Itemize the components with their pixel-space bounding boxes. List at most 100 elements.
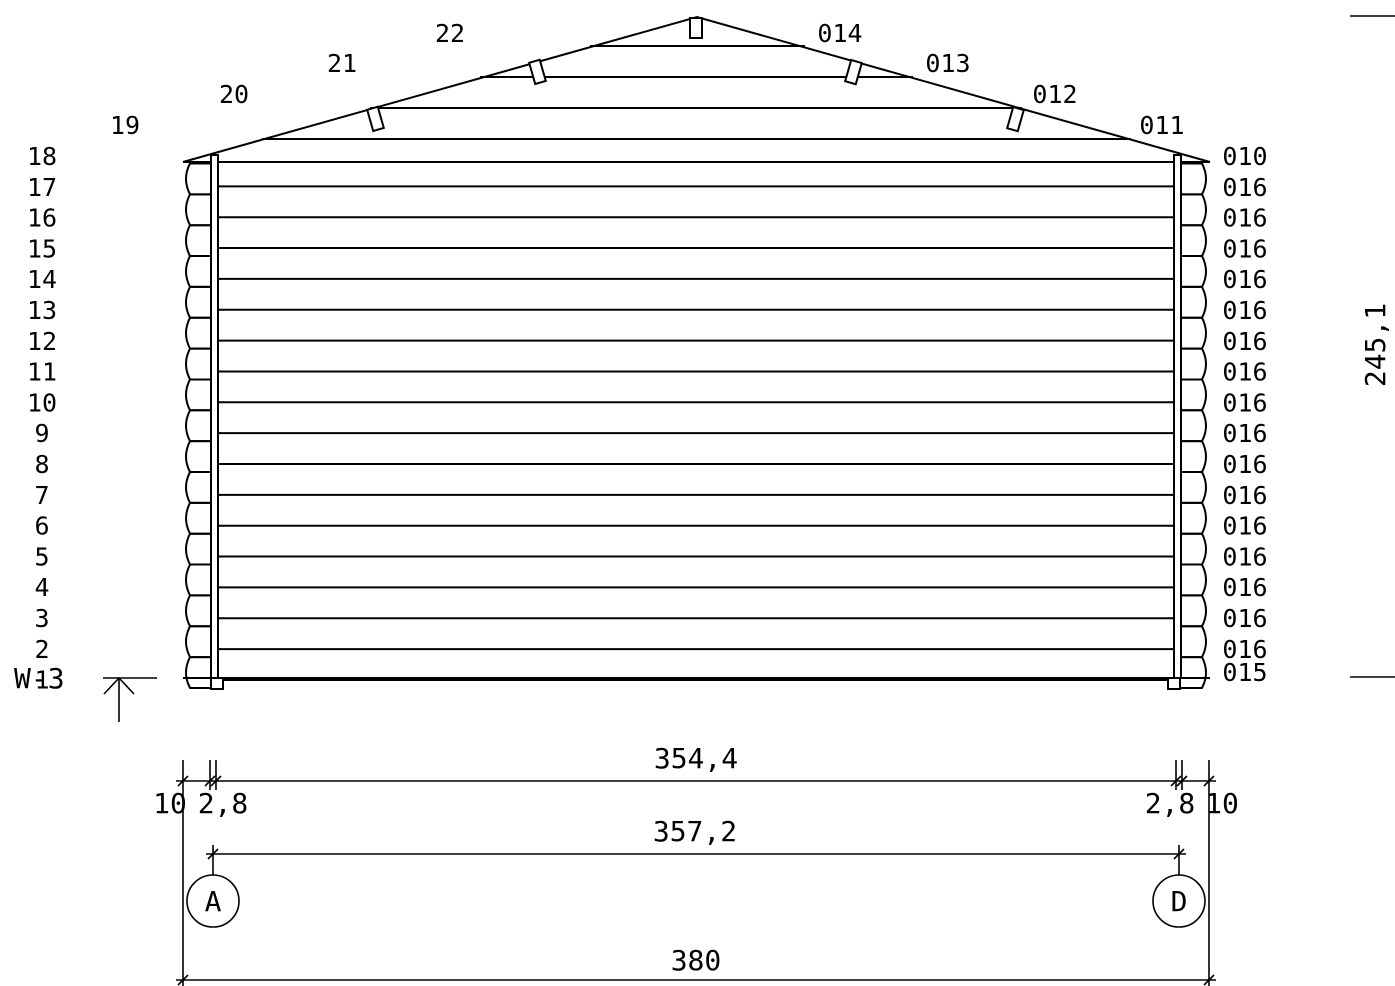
right-log-label: 016	[1222, 265, 1267, 294]
log-end-right	[1181, 656, 1207, 689]
purlin-left-upper	[527, 58, 548, 86]
right-log-label: 016	[1222, 388, 1267, 417]
right-log-label: 016	[1222, 173, 1267, 202]
log-end-right	[1181, 255, 1207, 288]
right-log-label: 016	[1222, 604, 1267, 633]
right-log-label: 016	[1222, 204, 1267, 233]
dimension-right-offset: 10	[1205, 787, 1239, 820]
left-log-label: 13	[27, 296, 57, 325]
log-end-right	[1181, 563, 1207, 597]
gable-label-20: 20	[219, 80, 249, 109]
log-end-left	[185, 255, 211, 288]
log-end-left	[185, 532, 211, 566]
grid-axis-a-label: A	[205, 885, 222, 918]
left-log-label: 1	[34, 666, 49, 695]
left-log-label: 16	[27, 204, 57, 233]
right-log-label: 016	[1222, 481, 1267, 510]
left-log-label: 12	[27, 327, 57, 356]
log-end-left	[185, 316, 211, 350]
gable-label-011: 011	[1139, 111, 1184, 140]
left-log-label: 10	[27, 388, 57, 417]
right-log-label: 016	[1222, 358, 1267, 387]
log-end-left	[185, 347, 211, 381]
gable-label-21: 21	[327, 49, 357, 78]
gable-label-19: 19	[110, 111, 140, 140]
purlin-left-lower	[365, 105, 386, 133]
log-end-left	[185, 162, 211, 196]
log-end-right	[1181, 471, 1207, 504]
right-log-label: 010	[1222, 142, 1267, 171]
corner-post-left	[210, 154, 219, 679]
log-end-right	[1181, 532, 1207, 566]
right-log-labels: 0100160160160160160160160160160160160160…	[1222, 142, 1267, 687]
dimension-overall-width: 380	[671, 944, 722, 977]
right-log-label: 016	[1222, 573, 1267, 602]
log-end-right	[1181, 440, 1207, 473]
gable-labels: 19 20 21 22 011 012 013 014	[110, 19, 1185, 140]
dimension-left-post: 2,8	[198, 787, 249, 820]
left-log-label: 9	[34, 419, 49, 448]
dimension-right-post: 2,8	[1145, 787, 1196, 820]
left-log-label: 6	[34, 512, 49, 541]
purlin-right-upper	[843, 58, 864, 86]
log-end-right	[1181, 501, 1207, 535]
log-end-left	[185, 285, 211, 319]
dimension-inner-top: 354,4	[654, 742, 738, 775]
grid-axis-a-bubble	[186, 874, 240, 928]
right-log-label: 016	[1222, 419, 1267, 448]
section-marker: W-3	[14, 662, 157, 722]
right-log-label: 016	[1222, 296, 1267, 325]
log-end-left	[185, 501, 211, 535]
left-log-label: 18	[27, 142, 57, 171]
log-end-right	[1181, 625, 1207, 659]
bottom-dimensions: 354,4 10 2,8 2,8 10 357,2 A D 380	[153, 742, 1239, 986]
right-log-label: 015	[1222, 658, 1267, 687]
left-log-label: 17	[27, 173, 57, 202]
grid-axis-d-bubble	[1152, 874, 1206, 928]
height-dimension: 245,1	[1350, 15, 1395, 678]
log-end-right	[1181, 594, 1207, 628]
log-end-left	[185, 625, 211, 659]
left-log-label: 8	[34, 450, 49, 479]
log-end-left	[185, 563, 211, 597]
ridge-purlin	[689, 17, 703, 39]
grid-axis-d-label: D	[1171, 885, 1188, 918]
log-end-right	[1181, 224, 1207, 258]
log-end-right	[1181, 347, 1207, 381]
right-log-label: 016	[1222, 635, 1267, 664]
left-log-label: 11	[27, 358, 57, 387]
log-end-right	[1181, 193, 1207, 227]
left-log-label: 14	[27, 265, 57, 294]
foot-block-right	[1167, 677, 1181, 690]
log-end-right	[1181, 316, 1207, 350]
corner-post-right	[1173, 154, 1182, 679]
log-end-left	[185, 378, 211, 412]
log-end-left	[185, 440, 211, 473]
right-log-label: 016	[1222, 234, 1267, 263]
left-log-label: 4	[34, 573, 49, 602]
left-log-label: 5	[34, 542, 49, 571]
purlin-right-lower	[1005, 105, 1026, 133]
log-end-left	[185, 193, 211, 227]
gable-label-013: 013	[925, 49, 970, 78]
dimension-height: 245,1	[1359, 303, 1392, 387]
log-end-right	[1181, 378, 1207, 412]
log-courses	[183, 161, 1210, 689]
gable-label-22: 22	[435, 19, 465, 48]
left-log-label: 15	[27, 234, 57, 263]
foot-block-left	[210, 677, 224, 690]
gable-label-014: 014	[817, 19, 862, 48]
left-log-label: 3	[34, 604, 49, 633]
left-log-label: 7	[34, 481, 49, 510]
left-log-label: 2	[34, 635, 49, 664]
log-end-right	[1181, 162, 1207, 196]
corner-posts	[210, 154, 1182, 690]
section-marker-label: W-3	[14, 662, 65, 695]
log-end-left	[185, 409, 211, 443]
right-log-label: 016	[1222, 327, 1267, 356]
log-end-left	[185, 594, 211, 628]
right-log-label: 016	[1222, 512, 1267, 541]
right-log-label: 016	[1222, 542, 1267, 571]
